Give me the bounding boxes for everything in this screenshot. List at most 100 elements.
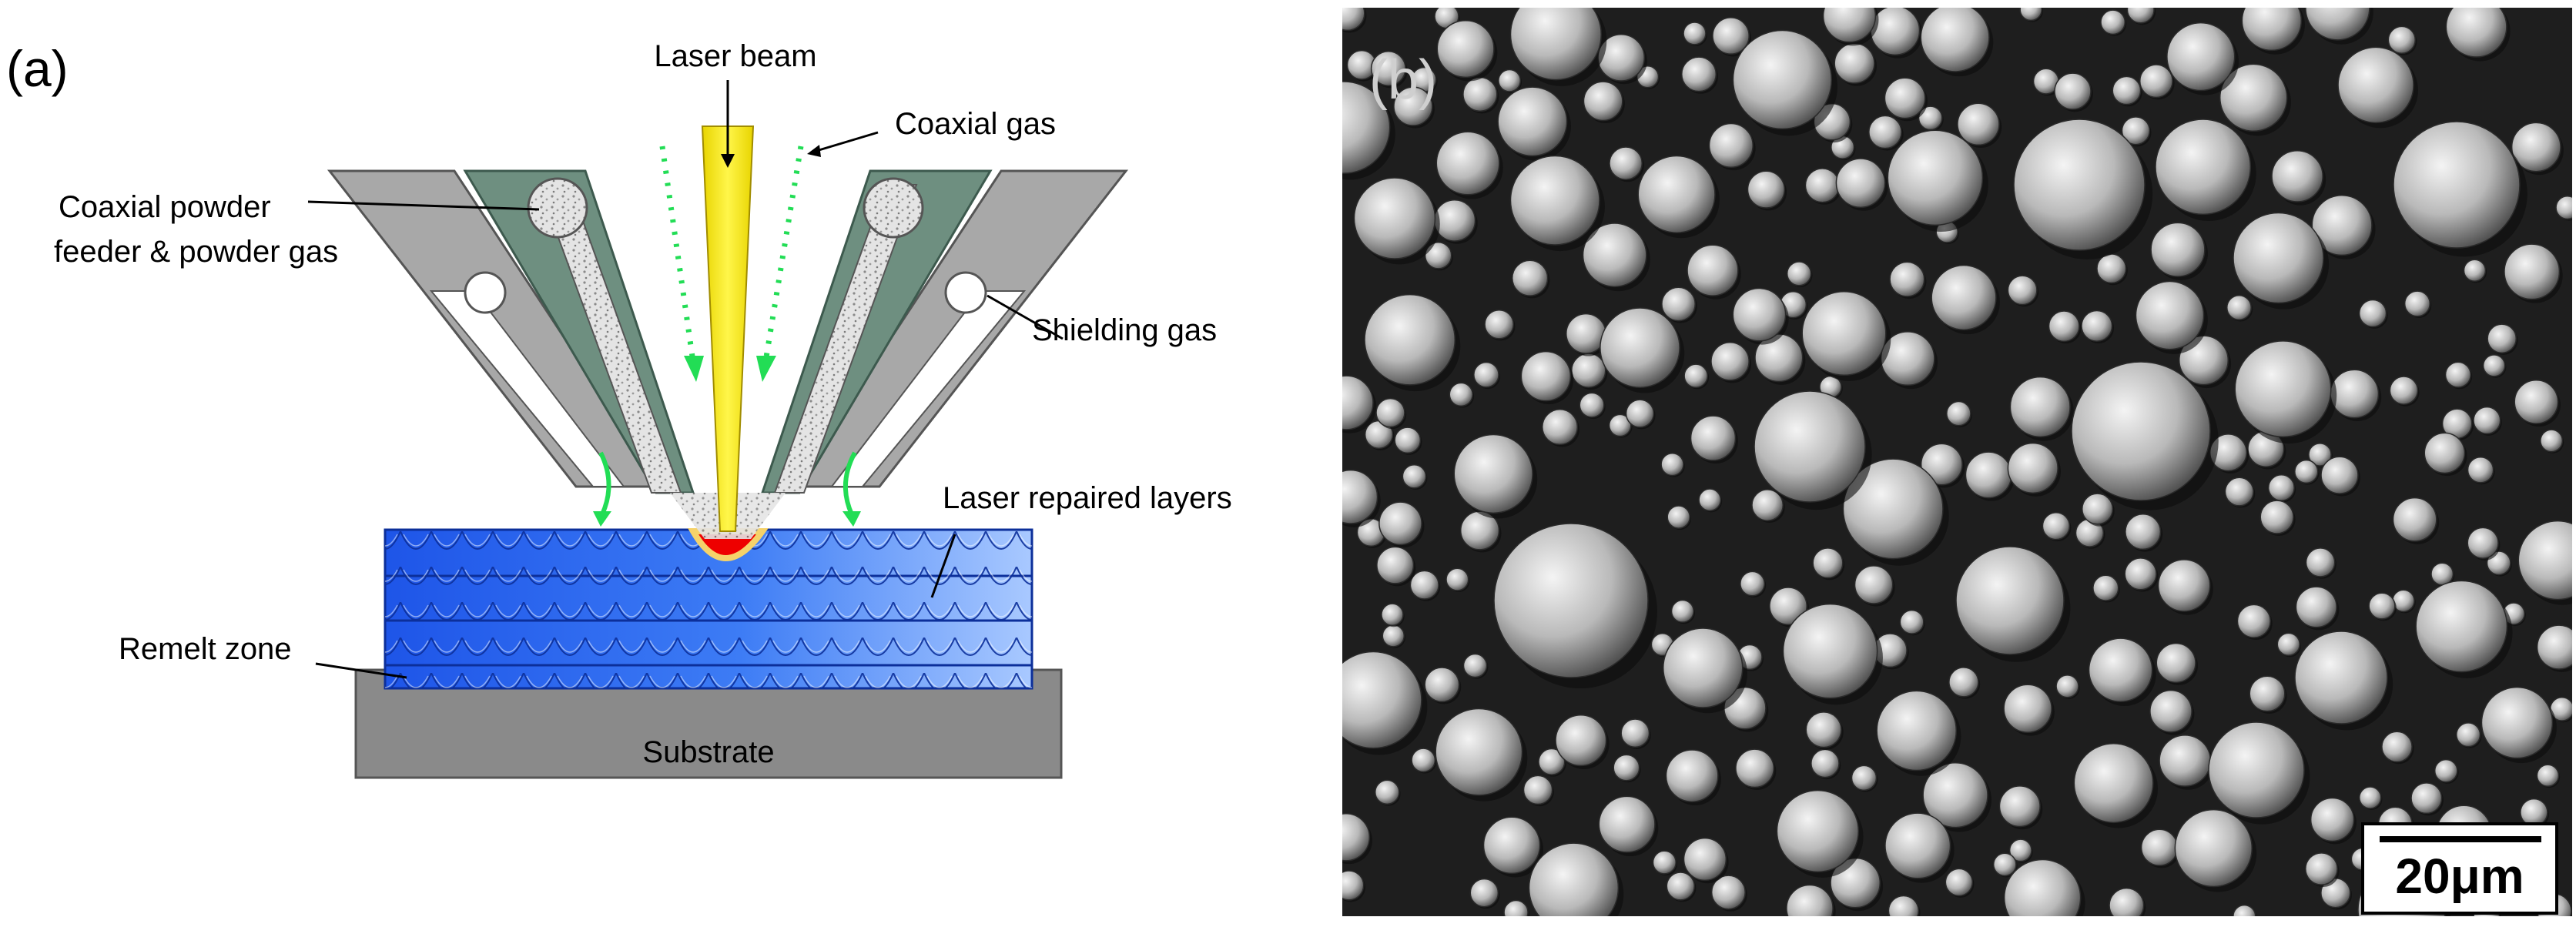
powder-sphere — [2219, 63, 2288, 132]
powder-sphere — [1608, 413, 1632, 437]
powder-sphere — [2473, 406, 2501, 435]
powder-sphere — [2073, 743, 2154, 824]
powder-sphere — [1835, 158, 1886, 209]
powder-sphere — [1342, 8, 1365, 32]
right-powder-circle — [863, 177, 924, 239]
powder-sphere — [1342, 375, 1374, 430]
powder-sphere — [2276, 632, 2300, 657]
powder-sphere — [1948, 667, 1979, 698]
powder-sphere — [2456, 722, 2481, 748]
powder-sphere — [1382, 624, 1405, 648]
powder-sphere — [2410, 782, 2443, 815]
powder-sphere — [1769, 587, 1807, 626]
powder-sphere — [1453, 433, 1533, 514]
powder-sphere — [1652, 850, 1677, 875]
powder-sphere — [2241, 8, 2303, 52]
powder-sphere — [1449, 382, 1474, 407]
powder-sphere — [2156, 642, 2196, 684]
powder-sphere — [1945, 868, 1974, 897]
powder-sphere — [1667, 505, 1691, 529]
powder-sphere — [2249, 675, 2286, 712]
powder-sphere — [1805, 711, 1842, 748]
scale-bar-label: 20μm — [2395, 848, 2524, 904]
powder-sphere — [1637, 155, 1716, 234]
powder-sphere — [1920, 443, 1963, 486]
powder-sphere — [1493, 523, 1649, 678]
powder-sphere — [1620, 718, 1650, 748]
powder-sphere — [1868, 115, 1902, 149]
powder-sphere — [1918, 105, 1943, 131]
powder-sphere — [1998, 785, 2041, 828]
powder-sphere — [2140, 828, 2179, 866]
powder-sphere — [1812, 547, 1844, 579]
powder-sphere — [1732, 287, 1787, 342]
powder-sphere — [1609, 146, 1643, 181]
powder-sphere — [1660, 452, 1684, 477]
powder-sphere — [2124, 557, 2157, 591]
powder-sphere — [1497, 86, 1568, 157]
powder-sphere — [2434, 758, 2458, 783]
powder-sphere — [1931, 264, 1997, 331]
powder-sphere — [2100, 9, 2126, 35]
powder-sphere — [2259, 500, 2294, 534]
powder-sphere — [1870, 8, 1921, 56]
powder-sphere — [2150, 222, 2206, 277]
powder-sphere — [1370, 51, 1406, 86]
powder-sphere — [1498, 69, 1522, 92]
powder-sphere — [2381, 731, 2413, 763]
label-laser-beam: Laser beam — [654, 39, 816, 73]
powder-sphere — [1683, 363, 1708, 389]
powder-sphere — [1462, 653, 1488, 678]
powder-sphere — [2320, 456, 2359, 494]
powder-sphere — [1834, 42, 1875, 84]
powder-sphere — [1842, 458, 1944, 560]
powder-sphere — [1740, 571, 1766, 597]
powder-sphere — [1435, 131, 1500, 196]
powder-sphere — [1374, 779, 1400, 805]
powder-sphere — [1670, 599, 1695, 623]
powder-sphere — [2555, 195, 2572, 220]
sem-image — [1342, 8, 2572, 916]
powder-sphere — [1690, 415, 1737, 461]
powder-sphere — [1378, 501, 1422, 546]
powder-sphere — [2305, 852, 2338, 885]
powder-sphere — [1613, 754, 1640, 781]
powder-sphere — [1786, 884, 1834, 916]
powder-sphere — [1666, 872, 1695, 901]
powder-sphere — [2310, 797, 2355, 842]
powder-sphere — [2540, 429, 2564, 453]
powder-sphere — [2445, 8, 2507, 58]
label-coaxial-gas: Coaxial gas — [895, 107, 1056, 141]
powder-sphere — [1710, 341, 1750, 381]
powder-sphere — [1436, 19, 1495, 79]
powder-sphere — [1484, 309, 1514, 340]
powder-sphere — [2311, 195, 2373, 256]
powder-sphere — [2481, 686, 2554, 759]
powder-sphere — [2430, 562, 2454, 586]
powder-sphere — [1375, 397, 1405, 428]
powder-sphere — [1342, 469, 1378, 524]
powder-sphere — [1922, 762, 1988, 828]
powder-sphere — [2233, 212, 2324, 304]
powder-sphere — [2308, 443, 2332, 467]
powder-sphere — [1538, 748, 1566, 775]
powder-sphere — [2224, 477, 2254, 507]
powder-sphere — [2267, 474, 2295, 501]
powder-sphere — [1822, 8, 1877, 43]
powder-sphere — [2514, 379, 2559, 424]
powder-sphere — [1462, 76, 1498, 112]
powder-sphere — [2389, 376, 2419, 405]
powder-sphere — [2125, 514, 2162, 551]
powder-sphere — [1876, 690, 1958, 771]
powder-sphere — [2042, 512, 2071, 540]
left-powder-circle — [527, 177, 588, 239]
powder-sphere — [1661, 286, 1696, 322]
powder-sphere — [2387, 25, 2417, 55]
powder-sphere — [1424, 667, 1460, 703]
powder-sphere — [1598, 795, 1656, 853]
powder-sphere — [1662, 627, 1744, 708]
powder-sphere — [1473, 361, 1499, 388]
powder-sphere — [2008, 838, 2032, 862]
powder-sphere — [1394, 427, 1422, 454]
powder-sphere — [1747, 170, 1786, 209]
